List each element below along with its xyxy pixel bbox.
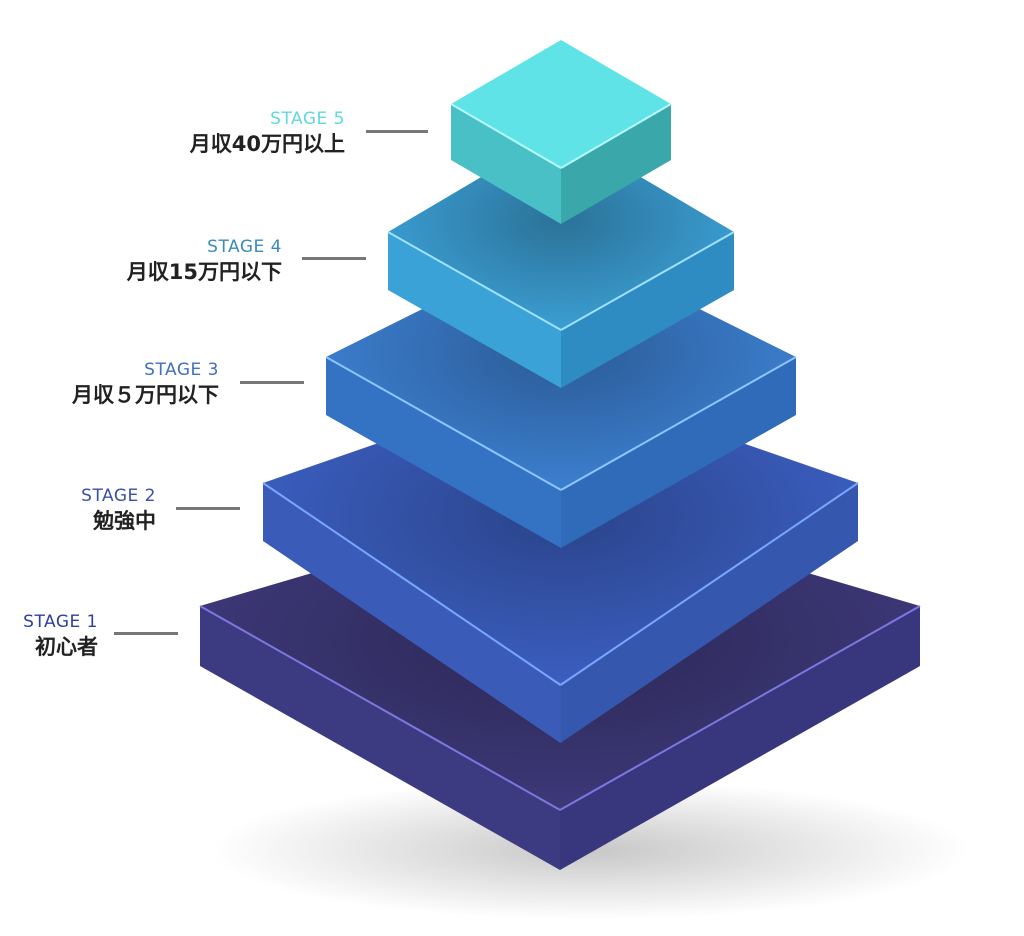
layer-4-edge-right <box>560 231 735 331</box>
layer-5-edge-right <box>560 103 672 169</box>
layer-5-left-side <box>451 104 561 224</box>
stage-2-label: STAGE 2 勉強中 <box>0 485 156 535</box>
stage-3-title: STAGE 3 <box>144 360 219 380</box>
stage-1-connector <box>114 632 178 635</box>
layer-4-right-side <box>561 232 734 388</box>
layer-4-edge-left <box>387 231 562 331</box>
layer-3-edge-left <box>325 356 562 491</box>
stage-3-description: 月収５万円以下 <box>72 383 219 407</box>
stage-5-title: STAGE 5 <box>270 109 345 129</box>
layer-2-left-side <box>263 483 561 743</box>
layer-3-right-side <box>561 357 796 548</box>
layer-1-edge-right <box>559 605 921 811</box>
stage-5-connector <box>366 130 428 133</box>
layer-2-edge-left <box>262 482 562 686</box>
layer-3-edge-right <box>560 356 797 491</box>
layer-1-left-side <box>200 606 560 870</box>
pyramid-layers <box>199 40 921 870</box>
layer-1-edge-left <box>199 605 561 811</box>
stage-4-connector <box>302 257 366 260</box>
layer-2-right-side <box>560 483 858 743</box>
layer-3-left-side <box>326 357 561 548</box>
stage-3-connector <box>240 381 304 384</box>
stage-2-description: 勉強中 <box>93 509 156 533</box>
layer-4-left-side <box>388 232 561 388</box>
stage-1-title: STAGE 1 <box>23 612 98 632</box>
stage-4-title: STAGE 4 <box>207 237 282 257</box>
stage-4-description: 月収15万円以下 <box>126 260 282 284</box>
stage-1-description: 初心者 <box>35 635 98 659</box>
layer-1-right-side <box>560 606 920 870</box>
stage-1-label: STAGE 1 初心者 <box>0 611 98 661</box>
stage-3-label: STAGE 3 月収５万円以下 <box>0 359 219 409</box>
stage-5-label: STAGE 5 月収40万円以上 <box>105 108 345 158</box>
stage-2-title: STAGE 2 <box>81 486 156 506</box>
stage-5-description: 月収40万円以上 <box>189 132 345 156</box>
stage-2-connector <box>176 507 240 510</box>
layer-5-right-side <box>561 104 671 224</box>
stage-4-label: STAGE 4 月収15万円以下 <box>42 236 282 286</box>
layer-2-edge-right <box>559 482 859 686</box>
layer-5-edge-left <box>450 103 562 169</box>
